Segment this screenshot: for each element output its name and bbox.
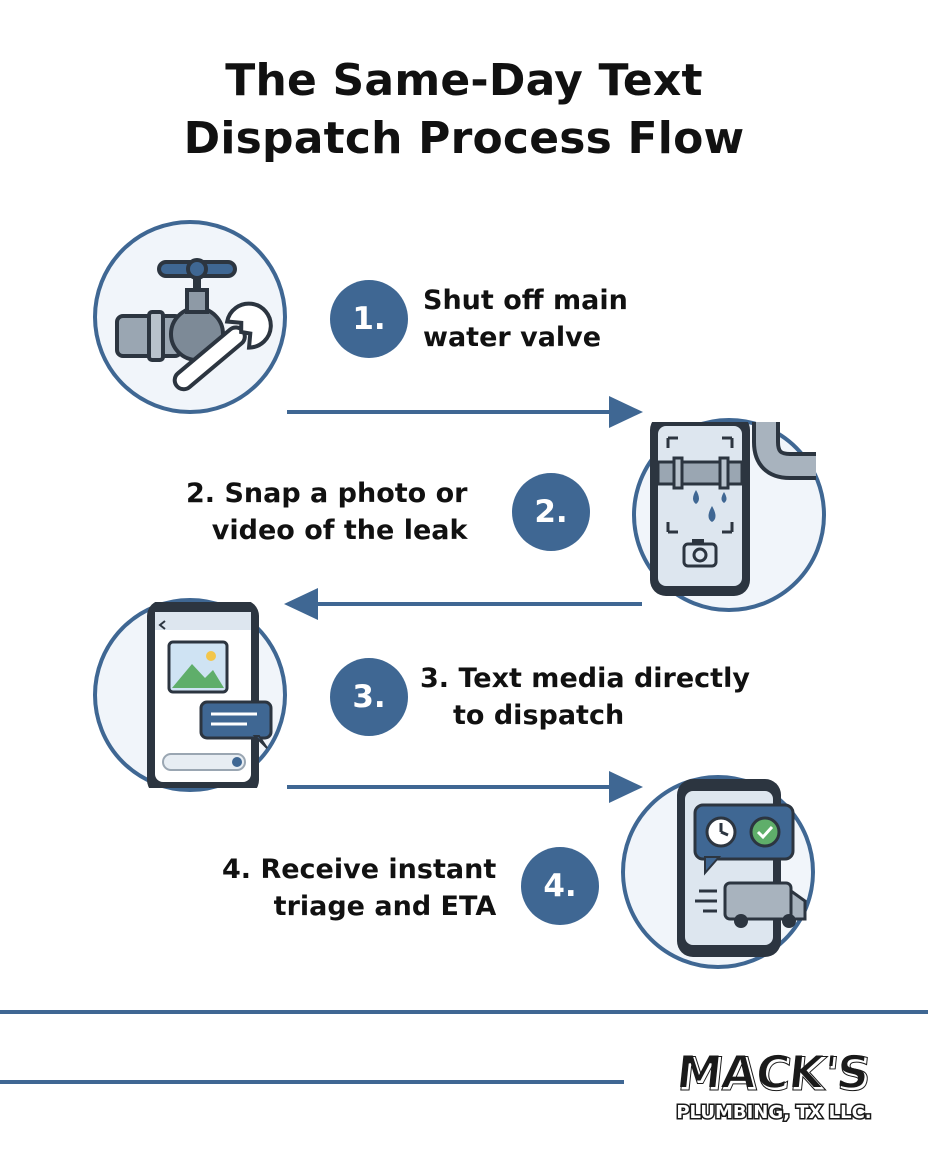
step-2-badge: 2. <box>512 473 590 551</box>
phone-camera-leak-icon <box>650 422 816 596</box>
svg-text:MACK'S: MACK'S <box>674 1045 872 1099</box>
valve-wrench-icon <box>115 258 273 392</box>
step-4-badge: 4. <box>521 847 599 925</box>
step-3-icon-circle <box>93 598 287 792</box>
svg-text:PLUMBING, TX LLC.: PLUMBING, TX LLC. <box>676 1102 871 1123</box>
step-3-line-2: to dispatch <box>453 700 625 731</box>
step-2-text: 2. Snap a photo or video of the leak <box>186 475 468 549</box>
phone-van-eta-icon <box>677 779 807 957</box>
step-1-icon-circle <box>93 220 287 414</box>
step-4-line-2: triage and ETA <box>273 891 497 922</box>
footer-underline <box>0 1080 624 1084</box>
step-4-icon-circle <box>621 775 815 969</box>
step-3-line-1: 3. Text media directly <box>420 663 750 694</box>
step-2-line-1: 2. Snap a photo or <box>186 478 468 509</box>
footer-divider <box>0 1010 928 1014</box>
step-1-badge: 1. <box>330 280 408 358</box>
svg-text:MACK'S: MACK'S <box>675 1047 873 1101</box>
arrow-left-icon <box>284 588 642 620</box>
step-2-line-2: video of the leak <box>211 515 468 546</box>
title-line-1: The Same-Day Text <box>225 55 703 106</box>
step-4-line-1: 4. Receive instant <box>222 854 497 885</box>
step-2-icon-circle <box>632 418 826 612</box>
step-1-line-1: Shut off main <box>423 285 628 316</box>
macks-plumbing-logo: MACK'S MACK'S PLUMBING, TX LLC. <box>673 1044 874 1124</box>
arrow-right-icon <box>287 771 643 803</box>
phone-message-icon <box>147 602 273 788</box>
arrow-right-icon <box>287 396 643 428</box>
step-1-line-2: water valve <box>423 322 602 353</box>
step-4-text: 4. Receive instant triage and ETA <box>222 851 496 925</box>
step-3-badge: 3. <box>330 658 408 736</box>
step-3-text: 3. Text media directly to dispatch <box>420 660 750 734</box>
page-title: The Same-Day Text Dispatch Process Flow <box>0 52 928 168</box>
title-line-2: Dispatch Process Flow <box>183 113 745 164</box>
step-1-text: Shut off main water valve <box>423 282 628 356</box>
